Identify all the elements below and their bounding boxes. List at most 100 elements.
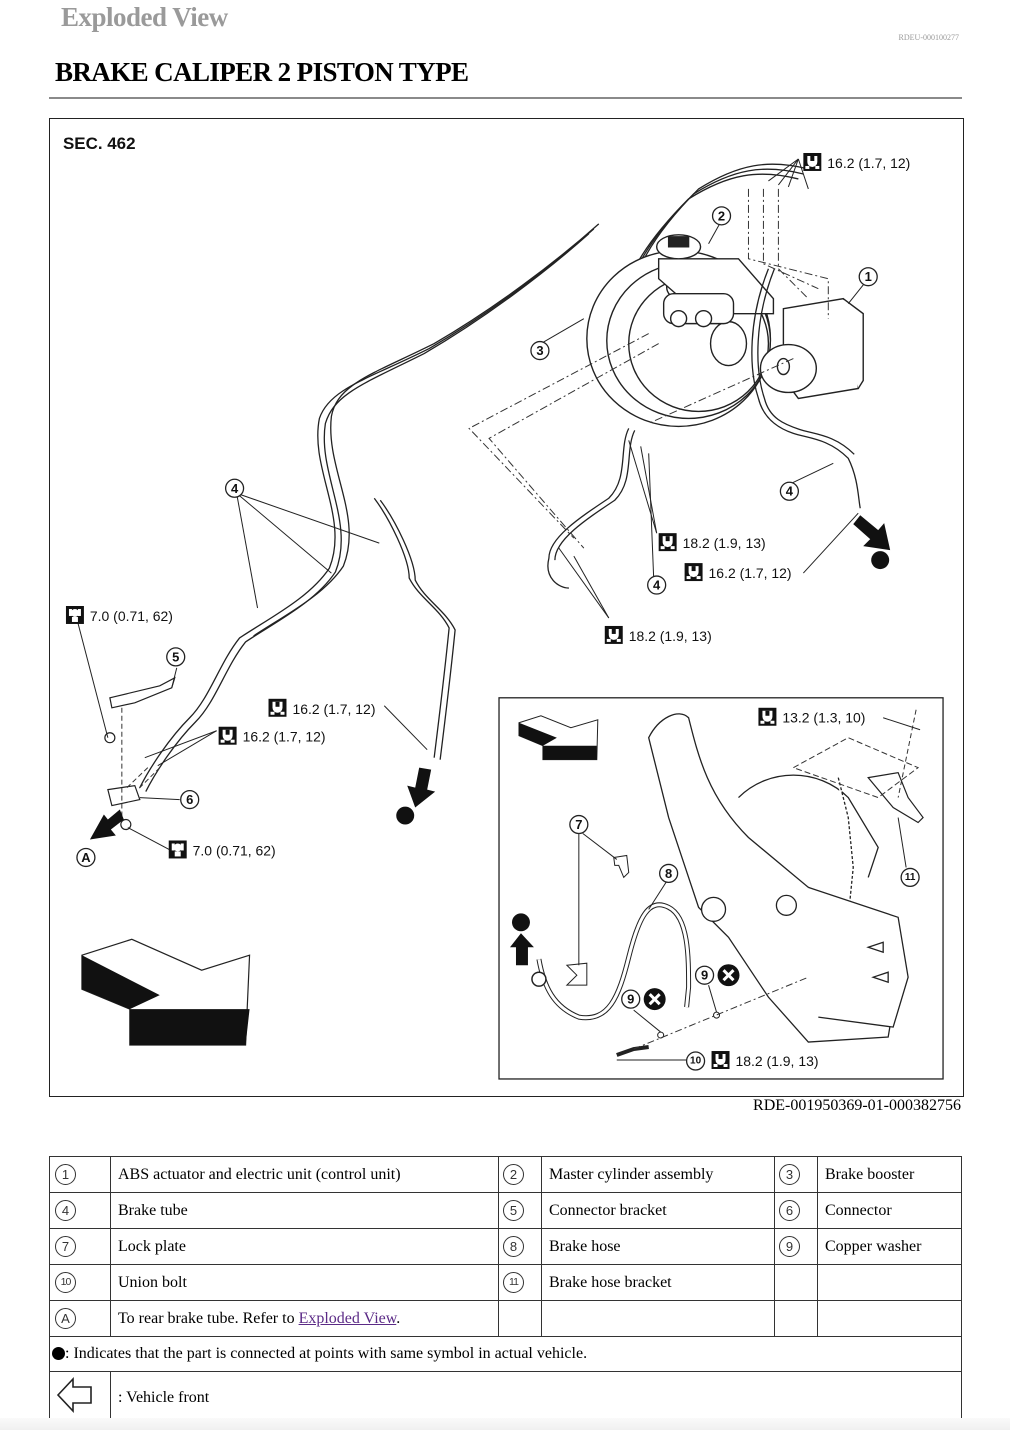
exploded-view-link[interactable]: Exploded View (298, 1309, 397, 1327)
svg-text:16.2 (1.7, 12): 16.2 (1.7, 12) (827, 155, 910, 171)
torque-label-t1: 16.2 (1.7, 12) (803, 152, 910, 171)
svg-text:18.2 (1.9, 13): 18.2 (1.9, 13) (683, 535, 766, 551)
vehicle-front-arrow-icon (56, 1376, 92, 1414)
dot-note: : Indicates that the part is connected a… (65, 1345, 588, 1362)
callout-4b: 4 (779, 481, 800, 501)
legend-label: Brake hose bracket (541, 1264, 775, 1301)
parts-legend-table: 1 ABS actuator and electric unit (contro… (49, 1156, 962, 1424)
legend-number: 2 (503, 1164, 524, 1185)
table-row: 4 Brake tube 5 Connector bracket 6 Conne… (49, 1192, 962, 1229)
legend-number: 4 (55, 1200, 76, 1221)
legend-label: Brake hose (541, 1228, 775, 1265)
callout-3: 3 (530, 340, 550, 361)
torque-label-t4: 18.2 (1.9, 13) (604, 625, 712, 644)
torque-label-t9: 13.2 (1.3, 10) (758, 707, 865, 726)
svg-text:18.2 (1.9, 13): 18.2 (1.9, 13) (629, 628, 712, 644)
abs-actuator (759, 297, 864, 400)
legend-number: 1 (55, 1164, 76, 1185)
connection-arrow-2 (396, 767, 436, 825)
document-id: RDEU-000100277 (898, 33, 959, 42)
callout-a: A (76, 847, 96, 868)
legend-label: Connector bracket (541, 1192, 775, 1229)
connection-dot-icon (52, 1347, 65, 1360)
svg-text:6: 6 (186, 792, 193, 807)
torque-label-t3: 16.2 (1.7, 12) (684, 563, 792, 581)
torque-label-t6: 16.2 (1.7, 12) (268, 698, 375, 717)
callout-7: 7 (569, 814, 589, 835)
table-row: 7 Lock plate 8 Brake hose 9 Copper washe… (49, 1228, 962, 1265)
svg-text:7: 7 (575, 817, 582, 832)
legend-label: To rear brake tube. Refer to Exploded Vi… (110, 1300, 499, 1337)
svg-text:2: 2 (718, 208, 725, 223)
legend-number: 9 (779, 1236, 800, 1257)
front-note: : Vehicle front (110, 1371, 962, 1424)
svg-text:A: A (81, 850, 91, 865)
svg-text:18.2 (1.9, 13): 18.2 (1.9, 13) (735, 1053, 818, 1069)
svg-text:7.0 (0.71, 62): 7.0 (0.71, 62) (90, 608, 173, 624)
legend-label: Master cylinder assembly (541, 1156, 775, 1193)
table-row: 10 Union bolt 11 Brake hose bracket (49, 1264, 962, 1301)
callout-8: 8 (659, 863, 679, 884)
svg-text:7.0 (0.71, 62): 7.0 (0.71, 62) (193, 842, 276, 858)
torque-label-t8: 7.0 (0.71, 62) (168, 840, 276, 858)
svg-text:11: 11 (905, 872, 916, 883)
section-title: Exploded View (61, 2, 228, 32)
leader-lines (77, 158, 865, 853)
figure-reference-id: RDE-001950369-01-000382756 (753, 1097, 961, 1114)
replace-mark-1 (643, 988, 666, 1011)
svg-text:3: 3 (536, 343, 543, 358)
vehicle-front-arrow-large (81, 938, 251, 1046)
torque-label-t5: 7.0 (0.71, 62) (65, 606, 173, 624)
torque-label-t7: 16.2 (1.7, 12) (218, 726, 326, 745)
svg-text:1: 1 (865, 269, 872, 284)
svg-text:9: 9 (701, 968, 708, 983)
legend-number: 7 (55, 1236, 76, 1257)
torque-label-t10: 18.2 (1.9, 13) (711, 1051, 818, 1069)
legend-number: 10 (55, 1272, 76, 1293)
svg-text:4: 4 (231, 481, 239, 496)
legend-label: Brake tube (110, 1192, 499, 1229)
connection-arrow-1 (853, 515, 891, 570)
table-row: 1 ABS actuator and electric unit (contro… (49, 1156, 962, 1193)
svg-text:4: 4 (653, 578, 661, 593)
legend-number: 8 (503, 1236, 524, 1257)
legend-label: Brake booster (817, 1156, 962, 1193)
callout-2: 2 (711, 206, 732, 226)
legend-label: Lock plate (110, 1228, 499, 1265)
rear-arrow-a (89, 809, 124, 840)
callout-6: 6 (180, 789, 200, 810)
exploded-view-figure: SEC. 462 (49, 118, 964, 1097)
caliper-inset (498, 697, 944, 1080)
svg-text:16.2 (1.7, 12): 16.2 (1.7, 12) (709, 565, 792, 581)
torque-label-t2: 18.2 (1.9, 13) (658, 533, 766, 551)
vehicle-front-arrow-small (518, 715, 599, 761)
table-row: : Indicates that the part is connected a… (49, 1336, 962, 1372)
page-title: BRAKE CALIPER 2 PISTON TYPE (55, 57, 469, 87)
master-cylinder (655, 234, 775, 328)
legend-number: 3 (779, 1164, 800, 1185)
callout-11: 11 (900, 867, 920, 888)
svg-text:16.2 (1.7, 12): 16.2 (1.7, 12) (243, 729, 326, 745)
callout-10: 10 (685, 1051, 706, 1071)
legend-number: 6 (779, 1200, 800, 1221)
callout-4c: 4 (647, 575, 667, 595)
title-divider (49, 97, 962, 99)
callout-1: 1 (858, 267, 878, 287)
legend-letter: A (55, 1308, 76, 1329)
svg-text:8: 8 (665, 866, 672, 881)
svg-text:9: 9 (627, 992, 634, 1007)
table-row: : Vehicle front (49, 1371, 962, 1424)
svg-text:4: 4 (786, 484, 794, 499)
legend-label: ABS actuator and electric unit (control … (110, 1156, 499, 1193)
connector-bracket (104, 676, 176, 831)
legend-label: Connector (817, 1192, 962, 1229)
svg-text:13.2 (1.3, 10): 13.2 (1.3, 10) (782, 710, 865, 726)
section-label: SEC. 462 (63, 134, 136, 153)
replace-mark-2 (717, 964, 740, 987)
legend-label: Copper washer (817, 1228, 962, 1265)
brake-tube-right (547, 268, 861, 589)
callout-9a: 9 (621, 989, 641, 1009)
callout-5: 5 (166, 647, 186, 667)
page-bottom-edge (0, 1418, 1010, 1430)
legend-number: 5 (503, 1200, 524, 1221)
